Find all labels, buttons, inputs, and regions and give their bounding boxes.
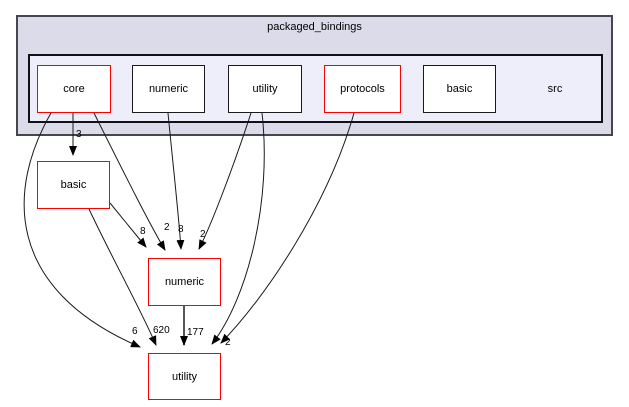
edge-basic-to-utility (88, 208, 157, 346)
edge-basic-to-numeric (109, 202, 147, 248)
cluster-title: packaged_bindings (267, 21, 362, 33)
node-utility[interactable]: utility (148, 353, 221, 400)
node-numeric-label: numeric (164, 276, 205, 288)
node-src-utility[interactable]: utility (228, 65, 302, 113)
node-src-basic[interactable]: basic (423, 65, 496, 113)
node-src-core[interactable]: core (37, 65, 111, 113)
node-numeric[interactable]: numeric (148, 258, 221, 306)
edge-count-protocols-utility: 2 (225, 337, 231, 348)
node-basic[interactable]: basic (37, 161, 110, 209)
node-utility-label: utility (171, 370, 198, 383)
node-src-utility-label: utility (252, 83, 278, 95)
edge-count-numeric-utility: 177 (187, 327, 204, 338)
node-src-core-label: core (63, 83, 85, 95)
edge-core-to-utility (23, 112, 141, 348)
edge-count-src-numeric-numeric: 8 (178, 224, 184, 235)
edge-count-src-utility-numeric: 2 (200, 229, 206, 240)
edge-count-basic-utility: 620 (153, 325, 170, 336)
node-src-protocols-label: protocols (340, 83, 385, 95)
node-src-basic-label: basic (446, 83, 473, 95)
cluster-src-label: src (547, 83, 563, 95)
edge-src-utility-to-utility (211, 112, 265, 345)
edge-count-core-utility: 6 (132, 326, 138, 337)
edge-count-core-numeric: 2 (164, 222, 170, 233)
node-basic-label: basic (60, 179, 87, 191)
node-src-protocols[interactable]: protocols (324, 65, 401, 113)
cluster-src (28, 54, 603, 123)
edge-count-basic-numeric: 8 (140, 226, 146, 237)
node-src-numeric-label: numeric (148, 83, 189, 95)
edge-protocols-to-utility (220, 112, 355, 344)
node-src-numeric[interactable]: numeric (132, 65, 205, 113)
